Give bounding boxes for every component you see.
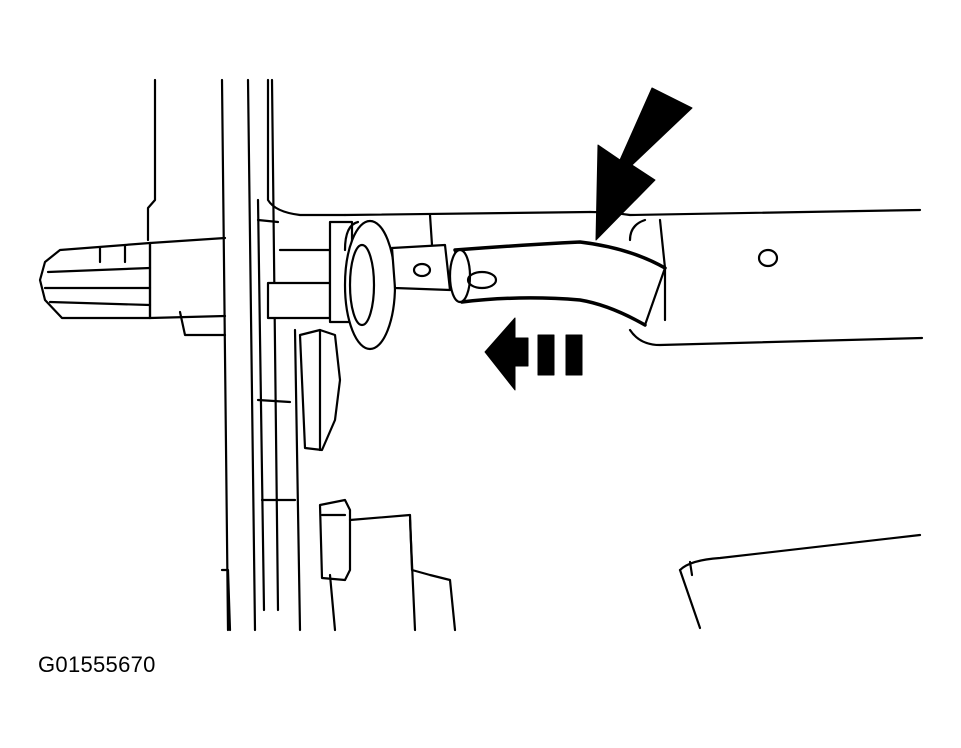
direction-arrow [484, 317, 583, 391]
bracket-plates [220, 78, 302, 632]
intermediate-shaft [390, 213, 452, 292]
housing-outline [146, 78, 592, 337]
column-housing [588, 208, 924, 347]
steering-tube [448, 240, 667, 327]
pointer-arrow [595, 87, 693, 241]
lower-mechanism [220, 328, 457, 632]
lower-right-panel [678, 533, 922, 630]
splined-shaft-end [38, 236, 227, 320]
bearing-washer [343, 219, 397, 351]
figure-code: G01555670 [38, 652, 156, 677]
